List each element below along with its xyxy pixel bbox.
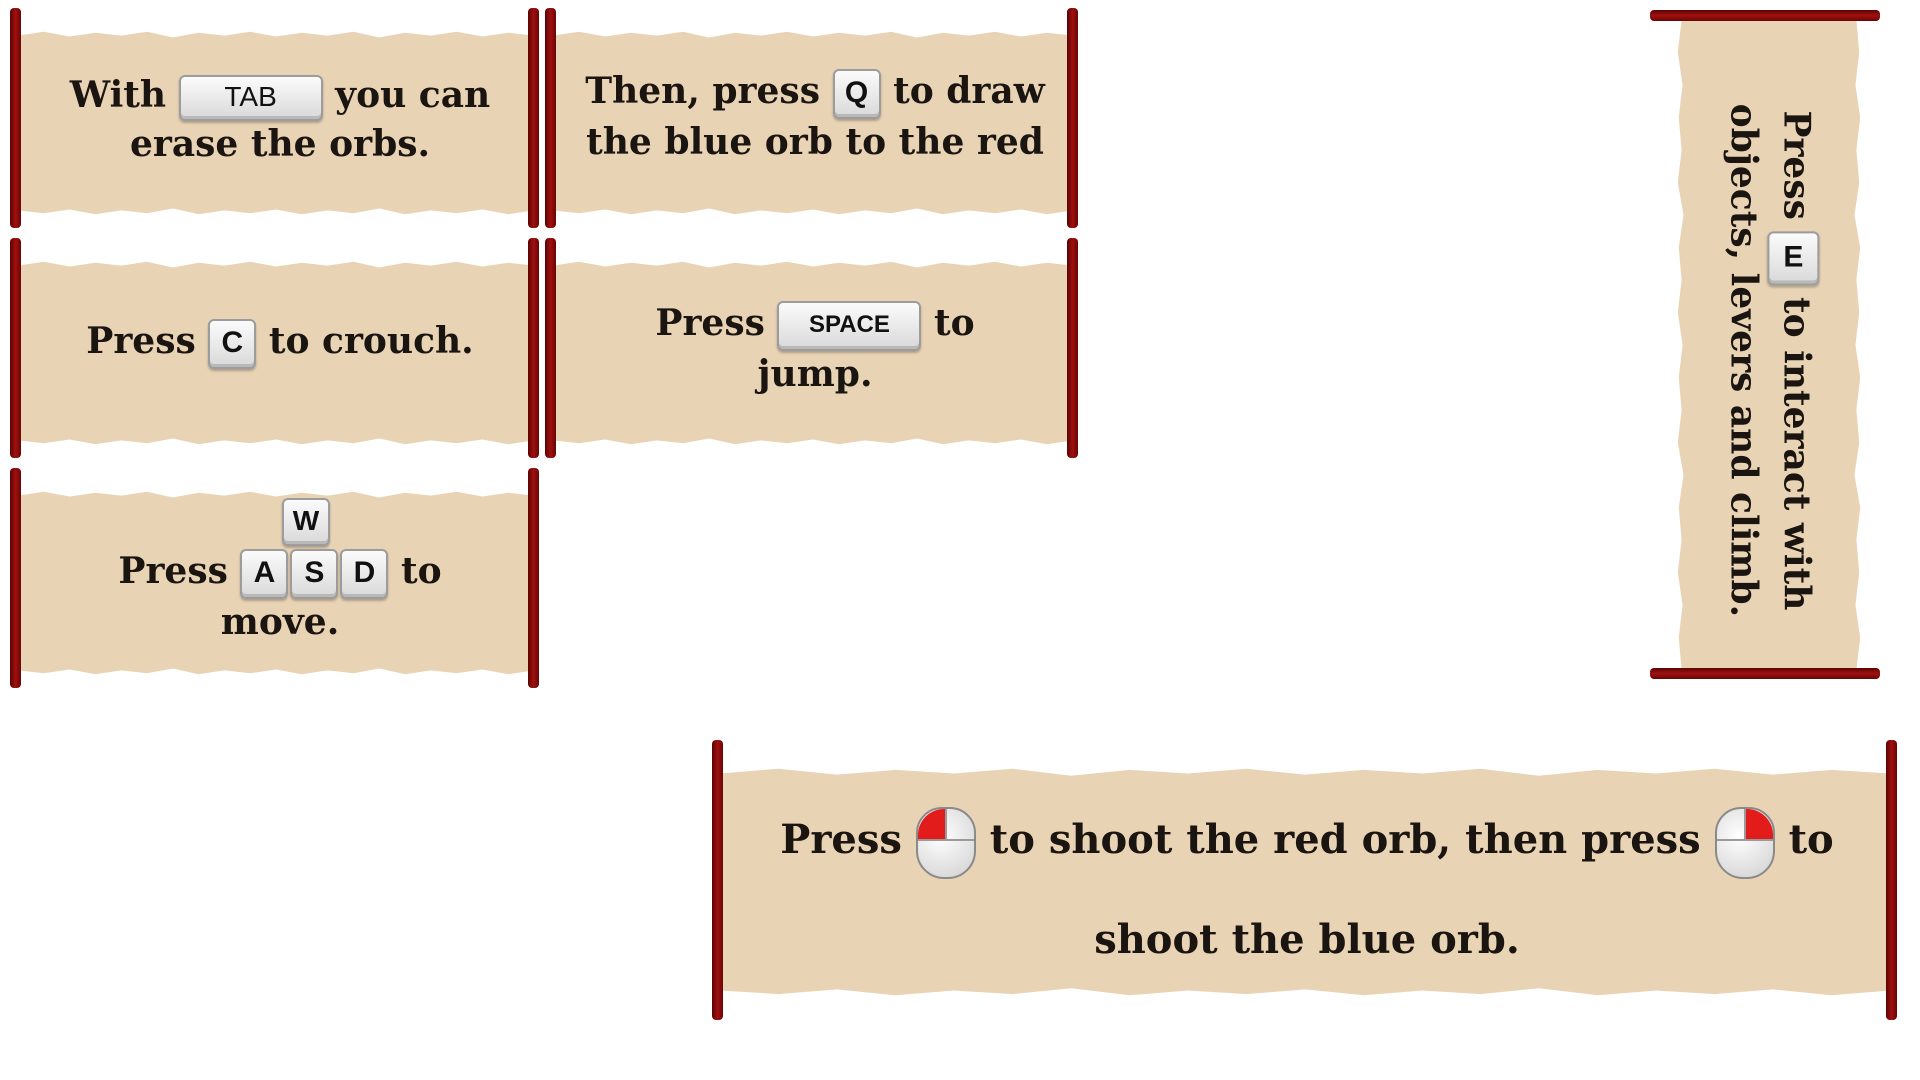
tab-hint-line1-post: you can xyxy=(335,74,491,116)
c-hint-text: Press C to crouch. xyxy=(50,318,510,369)
d-key-icon: D xyxy=(340,549,389,599)
q-hint-line1-pre: Then, press xyxy=(585,70,820,112)
scroll-paper xyxy=(553,261,1073,445)
e-hint-text: Press E to interact with objects, levers… xyxy=(1720,40,1821,680)
tab-hint-line1-pre: With xyxy=(69,74,167,116)
c-key-icon: C xyxy=(208,319,257,369)
scroll-paper xyxy=(553,31,1073,215)
scroll-rod-right xyxy=(528,238,539,458)
scroll-rod-right xyxy=(1067,238,1078,458)
e-hint-line2: objects, levers and climb. xyxy=(1722,103,1765,618)
mouse-hint-text: Press to shoot the red orb, then press t… xyxy=(752,790,1862,990)
scroll-rod-left xyxy=(10,468,21,688)
scroll-paper xyxy=(18,261,534,445)
scroll-rod-right xyxy=(528,468,539,688)
c-hint-pre: Press xyxy=(86,320,196,362)
space-hint-text: Press SPACE to jump. xyxy=(585,300,1045,398)
q-hint-text: Then, press Q to draw the blue orb to th… xyxy=(585,68,1045,166)
space-key-icon: SPACE xyxy=(777,301,922,351)
a-key-icon: A xyxy=(240,549,289,599)
e-hint-pre: Press xyxy=(1775,110,1818,220)
scroll-mouse-hint: Press to shoot the red orb, then press t… xyxy=(712,740,1898,1020)
scroll-rod-right xyxy=(528,8,539,228)
scroll-rod-bottom xyxy=(1650,668,1880,679)
scroll-e-hint: Press E to interact with objects, levers… xyxy=(1650,10,1880,680)
q-hint-line1-post: to draw xyxy=(893,70,1045,112)
e-hint-post: to interact with xyxy=(1775,296,1818,611)
scroll-c-hint: Press C to crouch. xyxy=(10,238,540,458)
mouse-left-click-icon xyxy=(915,807,976,879)
scroll-rod-left xyxy=(10,238,21,458)
e-key-icon: E xyxy=(1767,231,1820,286)
scroll-paper xyxy=(720,768,1890,996)
tab-hint-text: With TAB you can erase the orbs. xyxy=(50,72,510,168)
space-hint-line2: jump. xyxy=(757,353,873,395)
scroll-space-hint: Press SPACE to jump. xyxy=(545,238,1080,458)
scroll-rod-top xyxy=(1650,10,1880,21)
q-hint-line2: the blue orb to the red xyxy=(586,121,1044,163)
q-key-icon: Q xyxy=(832,69,881,119)
mouse-hint-line2: shoot the blue orb. xyxy=(1094,916,1520,963)
mouse-hint-post: to xyxy=(1788,816,1834,863)
scroll-q-hint: Then, press Q to draw the blue orb to th… xyxy=(545,8,1080,228)
scroll-rod-left xyxy=(545,238,556,458)
c-hint-post: to crouch. xyxy=(268,320,474,362)
space-hint-pre: Press xyxy=(655,302,765,344)
tab-key-icon: TAB xyxy=(178,75,323,121)
mouse-hint-pre: Press xyxy=(780,816,902,863)
scroll-tab-hint: With TAB you can erase the orbs. xyxy=(10,8,540,228)
scroll-rod-right xyxy=(1067,8,1078,228)
scroll-paper xyxy=(18,31,534,215)
tab-hint-line2: erase the orbs. xyxy=(129,123,431,165)
wasd-hint-line2: move. xyxy=(220,601,340,643)
scroll-rod-left xyxy=(10,8,21,228)
space-hint-post: to xyxy=(933,302,975,344)
mouse-right-click-icon xyxy=(1714,807,1775,879)
scroll-rod-right xyxy=(1886,740,1897,1020)
s-key-icon: S xyxy=(290,549,339,599)
mouse-hint-mid: to shoot the red orb, then press xyxy=(989,816,1701,863)
wasd-hint-post: to xyxy=(400,550,442,592)
scroll-rod-left xyxy=(545,8,556,228)
scroll-paper xyxy=(1677,20,1861,670)
scroll-rod-left xyxy=(712,740,723,1020)
wasd-hint-pre: Press xyxy=(118,550,228,592)
w-key-icon: W xyxy=(282,498,330,546)
